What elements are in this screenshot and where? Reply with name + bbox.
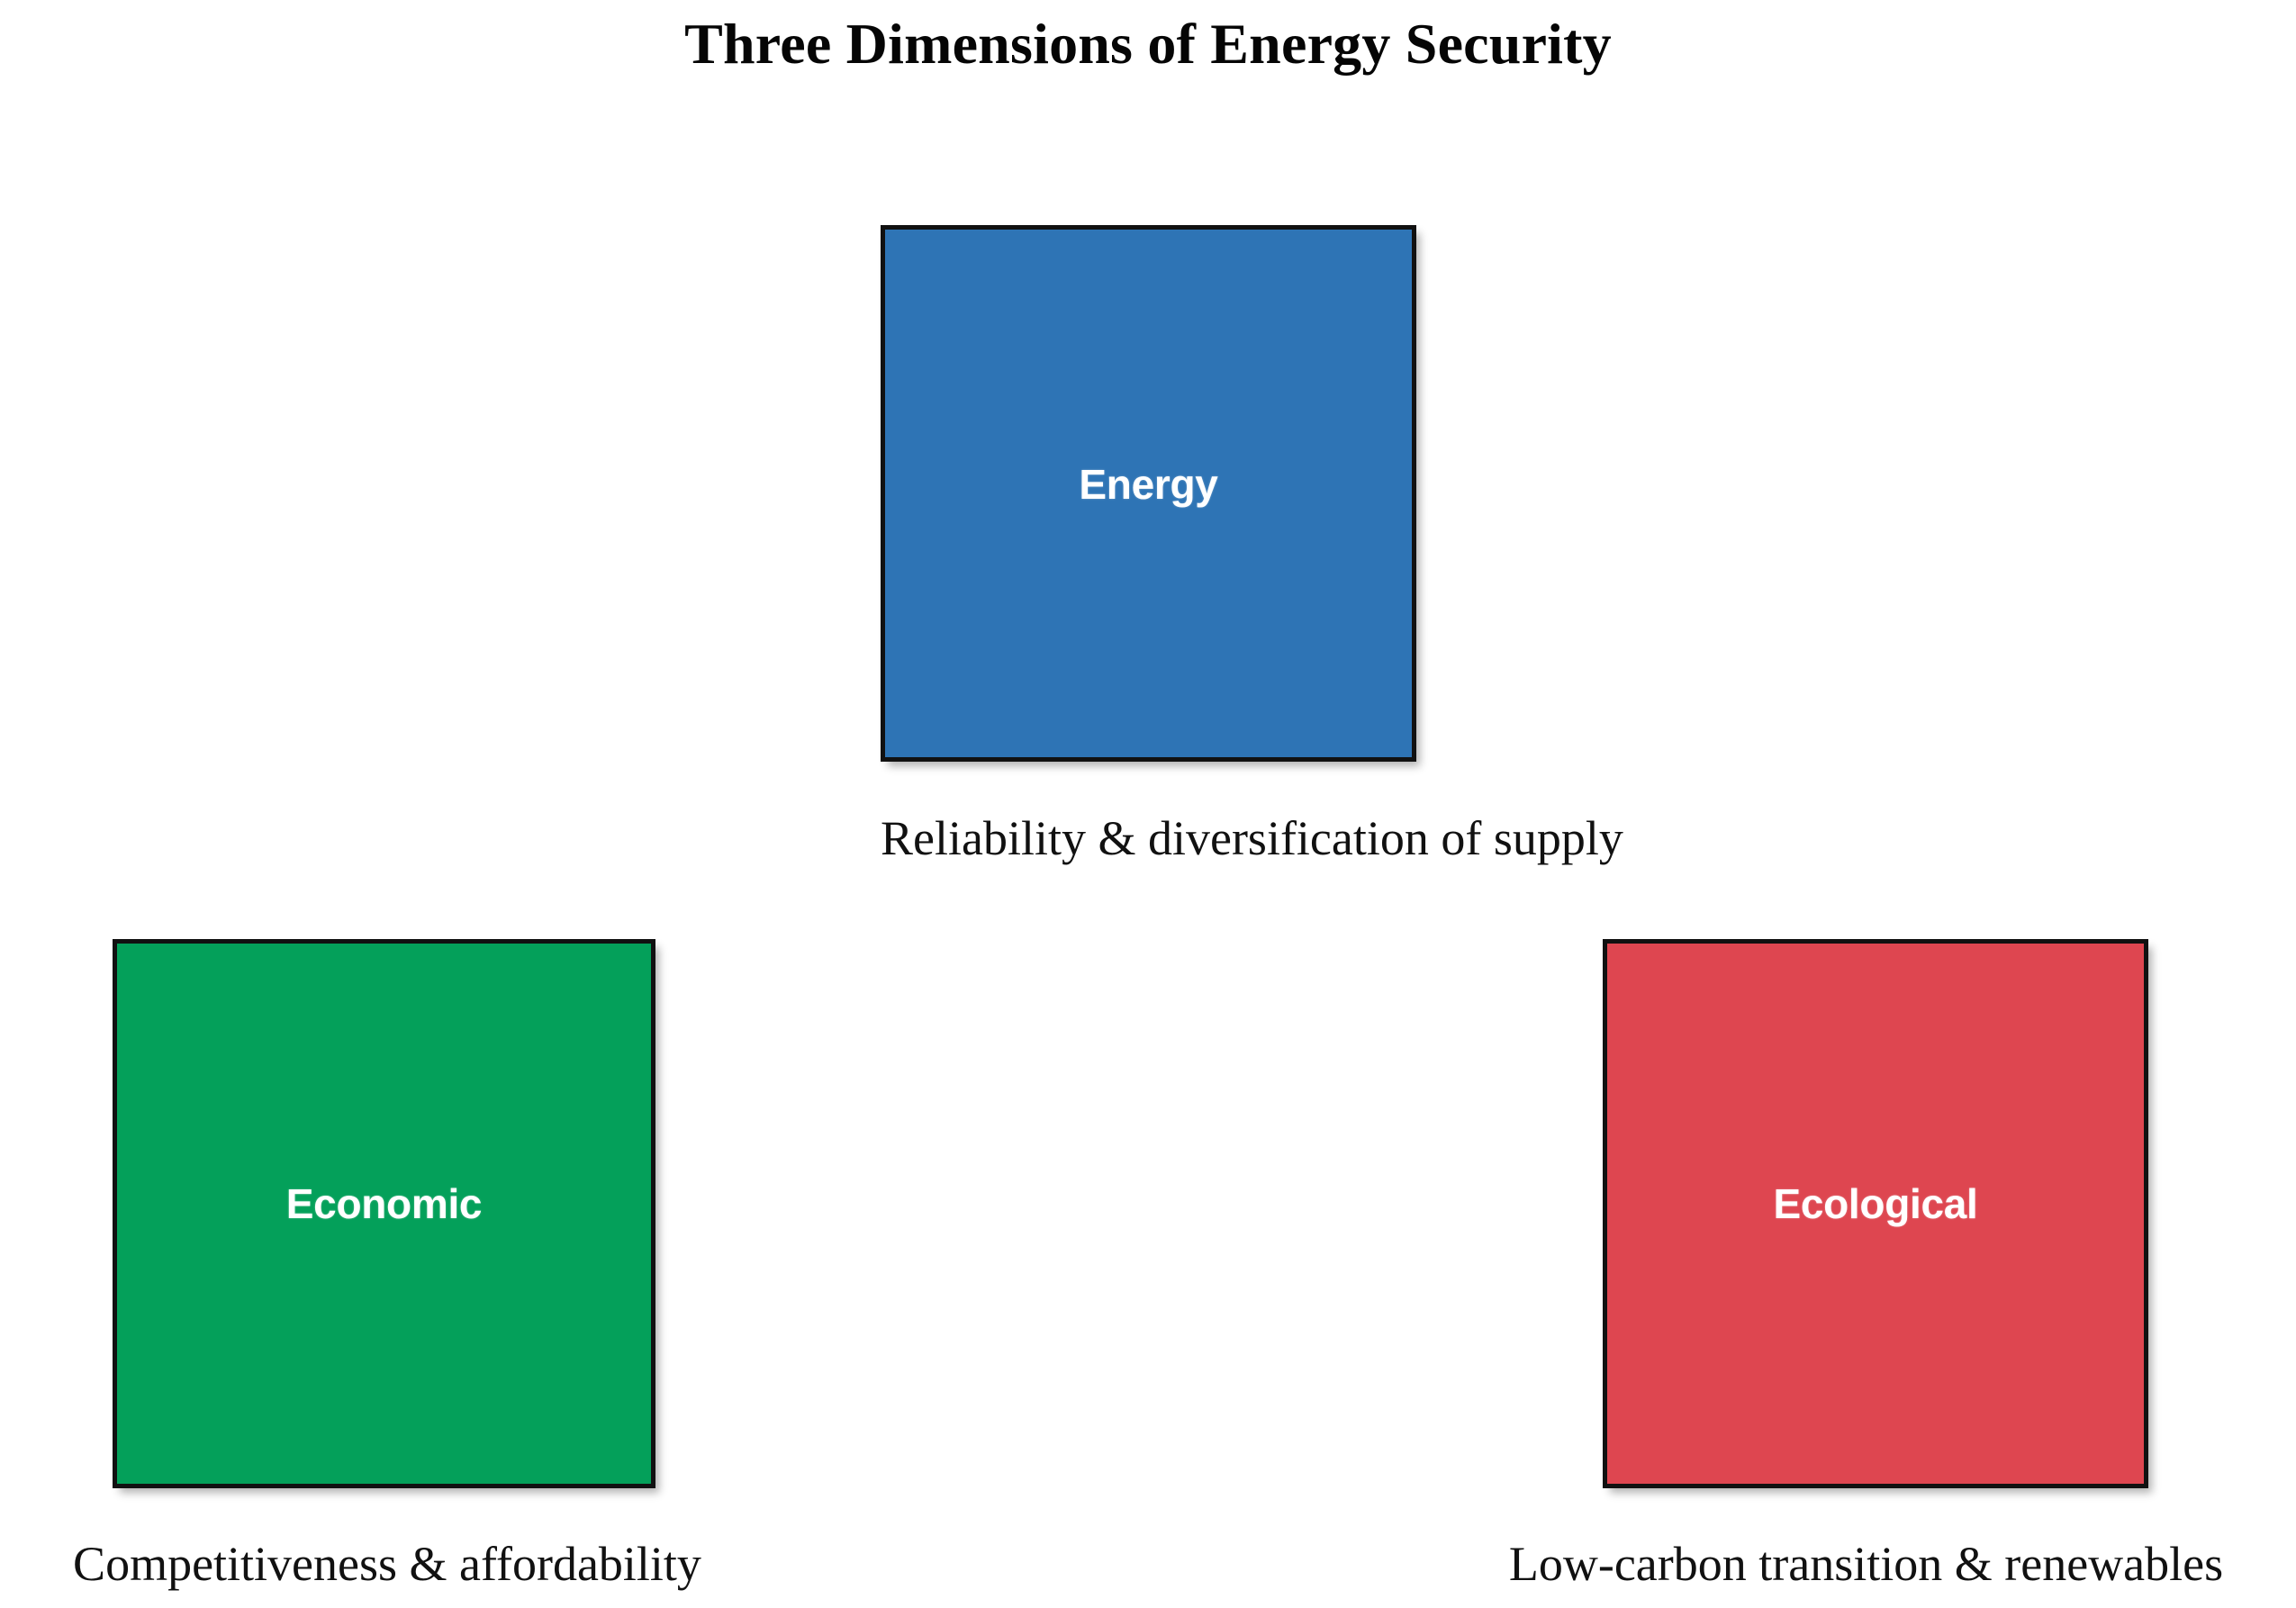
dimension-box-ecological[interactable]: Ecological xyxy=(1603,939,2148,1488)
page-title: Three Dimensions of Energy Security xyxy=(684,12,1612,76)
dimension-label-economic: Economic xyxy=(285,1180,483,1227)
dimension-box-energy[interactable]: Energy xyxy=(881,225,1416,762)
dimension-label-energy: Energy xyxy=(1079,461,1218,508)
dimension-label-ecological: Ecological xyxy=(1773,1180,1978,1227)
dimension-caption-economic: Competitiveness & affordability xyxy=(73,1537,701,1591)
dimension-caption-energy: Reliability & diversification of supply xyxy=(881,811,1623,865)
dimension-caption-ecological: Low-carbon transition & renewables xyxy=(1508,1537,2224,1591)
dimension-box-economic[interactable]: Economic xyxy=(113,939,655,1488)
